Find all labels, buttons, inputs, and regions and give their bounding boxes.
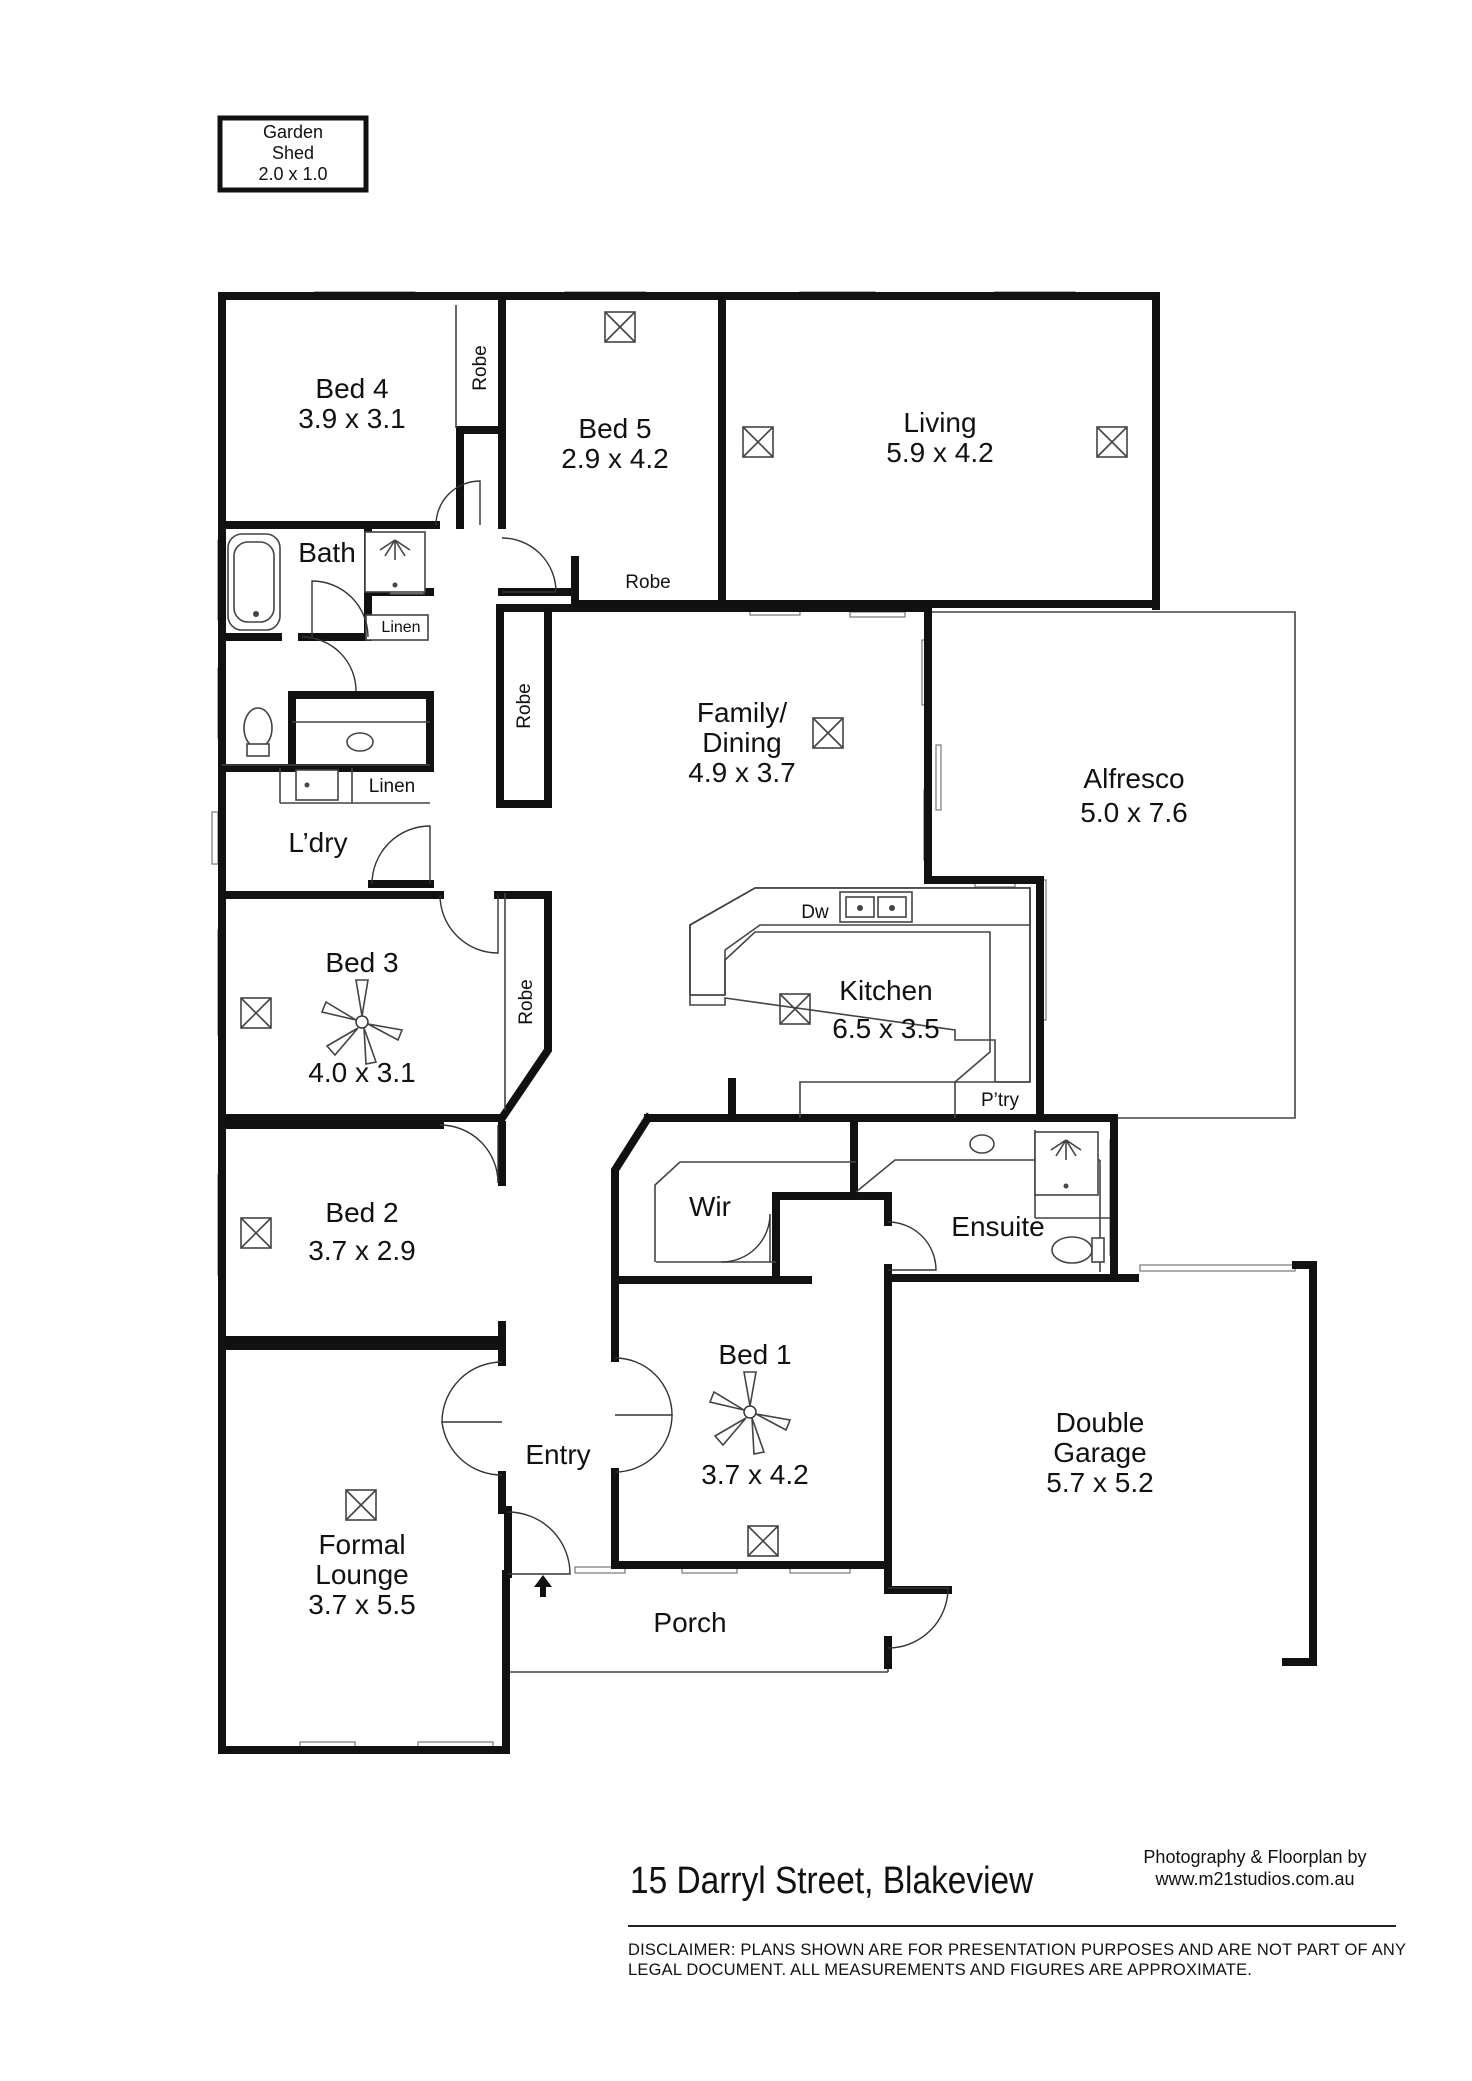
dishwasher-label: Dw	[801, 902, 829, 923]
garden-shed: Garden Shed 2.0 x 1.0	[217, 115, 369, 193]
room-garage-name-1: Double	[1056, 1407, 1145, 1438]
garden-shed-label-2: Shed	[272, 143, 314, 163]
room-family-dims: 4.9 x 3.7	[688, 757, 795, 788]
room-garage-dims: 5.7 x 5.2	[1046, 1467, 1153, 1498]
room-bed4-name: Bed 4	[315, 373, 388, 404]
room-bed5-name: Bed 5	[578, 413, 651, 444]
room-alfresco-dims: 5.0 x 7.6	[1080, 797, 1187, 828]
robe-label-bed3: Robe	[516, 979, 537, 1024]
room-alfresco-name: Alfresco	[1083, 763, 1184, 794]
footer-divider	[628, 1925, 1396, 1927]
credit-url: www.m21studios.com.au	[1155, 1869, 1355, 1889]
ceiling-fan-icon	[320, 979, 404, 1065]
room-lounge-dims: 3.7 x 5.5	[308, 1589, 415, 1620]
room-bed5-dims: 2.9 x 4.2	[561, 443, 668, 474]
linen-label-bath: Linen	[381, 619, 420, 636]
disclaimer: DISCLAIMER: PLANS SHOWN ARE FOR PRESENTA…	[628, 1941, 1406, 1979]
room-bed1-name: Bed 1	[718, 1339, 791, 1370]
room-bed2-name: Bed 2	[325, 1197, 398, 1228]
room-bed2-dims: 3.7 x 2.9	[308, 1235, 415, 1266]
room-ensuite-name: Ensuite	[951, 1211, 1044, 1242]
property-address: 15 Darryl Street, Blakeview	[630, 1860, 1034, 1902]
robe-label-hall: Robe	[514, 683, 535, 728]
room-labels: Bed 4 3.9 x 3.1 Bed 5 2.9 x 4.2 Living 5…	[288, 373, 1187, 1638]
room-bath-name: Bath	[298, 537, 356, 568]
linen-label-laundry: Linen	[369, 776, 416, 797]
room-kitchen-dims: 6.5 x 3.5	[832, 1013, 939, 1044]
credit: Photography & Floorplan by www.m21studio…	[1110, 1846, 1400, 1890]
room-bed3-name: Bed 3	[325, 947, 398, 978]
room-family-name-1: Family/	[697, 697, 787, 728]
room-living-name: Living	[903, 407, 976, 438]
room-kitchen-name: Kitchen	[839, 975, 932, 1006]
pantry-label: P’try	[981, 1090, 1020, 1111]
room-porch-name: Porch	[653, 1607, 726, 1638]
room-garage-name-2: Garage	[1053, 1437, 1146, 1468]
room-bed4-dims: 3.9 x 3.1	[298, 403, 405, 434]
doors	[301, 480, 949, 1649]
room-lounge-name-1: Formal	[318, 1529, 405, 1560]
fixture-labels: Robe Robe Robe Robe Linen Linen Dw P’try	[369, 345, 1020, 1111]
garden-shed-size: 2.0 x 1.0	[258, 164, 327, 184]
garden-shed-label-1: Garden	[263, 122, 323, 142]
room-entry-name: Entry	[525, 1439, 590, 1470]
room-bed3-dims: 4.0 x 3.1	[308, 1057, 415, 1088]
room-family-name-2: Dining	[702, 727, 781, 758]
robe-label-bed5: Robe	[625, 572, 670, 593]
ceiling-fan-icon	[708, 1371, 792, 1455]
credit-line: Photography & Floorplan by	[1143, 1847, 1367, 1867]
room-lounge-name-2: Lounge	[315, 1559, 408, 1590]
room-living-dims: 5.9 x 4.2	[886, 437, 993, 468]
room-bed1-dims: 3.7 x 4.2	[701, 1459, 808, 1490]
sanitary-fixtures	[227, 531, 1105, 1264]
room-wir-name: Wir	[689, 1191, 731, 1222]
robe-label-bed4: Robe	[470, 345, 491, 390]
room-laundry-name: L’dry	[288, 827, 347, 858]
entry-arrow-icon	[534, 1575, 552, 1597]
ceiling-fixtures	[240, 311, 1128, 1557]
